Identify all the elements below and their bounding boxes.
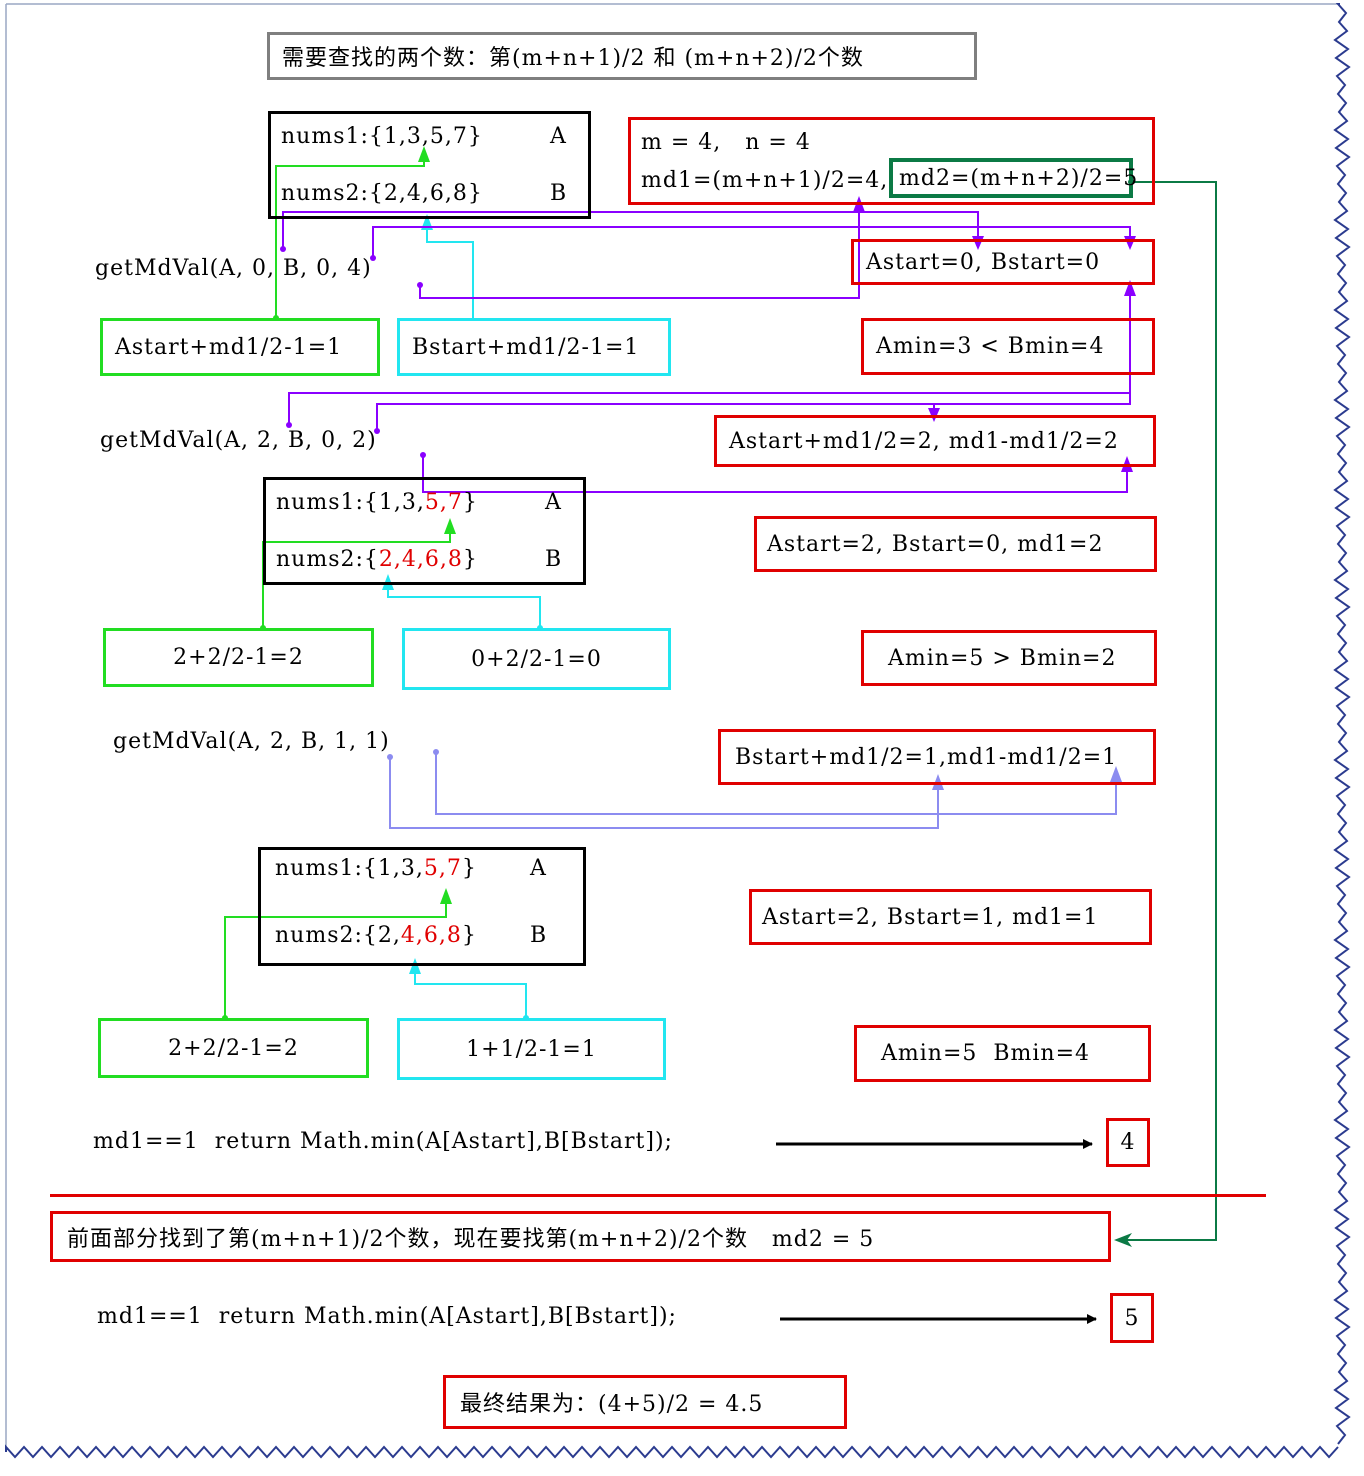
array-box-1 — [268, 111, 591, 219]
step-7: Astart=2, Bstart=1, md1=1 — [749, 889, 1152, 945]
calc-green-1: Astart+md1/2-1=1 — [100, 318, 380, 376]
label-a-3: A — [530, 856, 546, 881]
result-value-1: 4 — [1120, 1130, 1136, 1155]
return-line-1: md1==1 return Math.min(A[Astart],B[Bstar… — [93, 1129, 673, 1154]
second-part-box: 前面部分找到了第(m+n+1)/2个数，现在要找第(m+n+2)/2个数 md2… — [50, 1211, 1111, 1262]
step-5: Amin=5 > Bmin=2 — [861, 630, 1157, 686]
nums1-line-3: nums1:{1,3,5,7} — [275, 856, 477, 881]
nums2-suffix: } — [462, 547, 478, 572]
info-line-md1: md1=(m+n+1)/2=4, — [641, 168, 889, 193]
step-4: Astart=2, Bstart=0, md1=2 — [754, 516, 1157, 572]
nums2-text: nums2:{ — [276, 547, 379, 572]
nums1-highlight: 5,7 — [423, 856, 462, 881]
nums1-text: nums1:{1,3,5,7} — [281, 124, 483, 149]
nums2-highlight: 4,6,8 — [400, 923, 462, 948]
step-2: Amin=3 < Bmin=4 — [861, 318, 1155, 375]
final-result-box: 最终结果为：(4+5)/2 = 4.5 — [443, 1375, 847, 1429]
step-7-text: Astart=2, Bstart=1, md1=1 — [762, 904, 1099, 930]
step-2-text: Amin=3 < Bmin=4 — [876, 334, 1105, 359]
final-result-text: 最终结果为：(4+5)/2 = 4.5 — [460, 1392, 764, 1417]
md2-box: md2=(m+n+2)/2=5 — [889, 158, 1137, 198]
nums1-suffix: } — [462, 490, 478, 515]
nums1-line-2: nums1:{1,3,5,7} — [276, 490, 478, 515]
nums2-line-1: nums2:{2,4,6,8} — [281, 181, 483, 206]
info-line-mn: m = 4, n = 4 — [641, 130, 811, 155]
page-title: 需要查找的两个数：第(m+n+1)/2 和 (m+n+2)/2个数 — [267, 32, 977, 80]
page-title-text: 需要查找的两个数：第(m+n+1)/2 和 (m+n+2)/2个数 — [282, 46, 864, 71]
nums2-highlight: 2,4,6,8 — [378, 547, 463, 572]
nums1-suffix: } — [461, 856, 477, 881]
calc-cyan-2-text: 0+2/2-1=0 — [471, 646, 602, 672]
step-8: Amin=5 Bmin=4 — [854, 1025, 1151, 1082]
calc-cyan-1: Bstart+md1/2-1=1 — [397, 318, 671, 376]
label-b-2: B — [545, 547, 562, 572]
array-box-2 — [263, 477, 586, 585]
label-b-1: B — [550, 181, 567, 206]
md2-text: md2=(m+n+2)/2=5 — [899, 165, 1139, 191]
section-divider — [50, 1194, 1266, 1197]
call-1: getMdVal(A, 0, B, 0, 4) — [95, 256, 372, 281]
array-box-3 — [258, 847, 586, 966]
step-1: Astart=0, Bstart=0 — [851, 239, 1155, 285]
calc-green-2-text: 2+2/2-1=2 — [173, 645, 304, 670]
calc-cyan-2: 0+2/2-1=0 — [402, 628, 671, 690]
label-a-2: A — [545, 490, 561, 515]
result-box-2: 5 — [1110, 1293, 1154, 1343]
step-5-text: Amin=5 > Bmin=2 — [888, 645, 1117, 671]
calc-cyan-3-text: 1+1/2-1=1 — [466, 1036, 597, 1062]
return-line-2: md1==1 return Math.min(A[Astart],B[Bstar… — [97, 1304, 677, 1329]
step-3-text: Astart+md1/2=2, md1-md1/2=2 — [729, 428, 1119, 454]
nums1-highlight: 5,7 — [424, 490, 463, 515]
nums2-line-3: nums2:{2,4,6,8} — [275, 923, 477, 948]
step-4-text: Astart=2, Bstart=0, md1=2 — [767, 531, 1104, 557]
result-value-2: 5 — [1124, 1305, 1140, 1331]
calc-green-2: 2+2/2-1=2 — [103, 628, 374, 687]
nums1-line-1: nums1:{1,3,5,7} — [281, 124, 483, 149]
nums2-text: nums2:{2, — [275, 923, 401, 948]
nums2-line-2: nums2:{2,4,6,8} — [276, 547, 478, 572]
nums2-text: nums2:{2,4,6,8} — [281, 181, 483, 206]
label-b-3: B — [530, 923, 547, 948]
nums1-text: nums1:{1,3, — [275, 856, 424, 881]
second-part-text: 前面部分找到了第(m+n+1)/2个数，现在要找第(m+n+2)/2个数 md2… — [67, 1226, 875, 1252]
step-3: Astart+md1/2=2, md1-md1/2=2 — [714, 415, 1156, 467]
label-a-1: A — [550, 124, 566, 149]
result-box-1: 4 — [1106, 1118, 1150, 1167]
call-3: getMdVal(A, 2, B, 1, 1) — [113, 729, 390, 754]
info-box — [628, 117, 1155, 205]
call-2: getMdVal(A, 2, B, 0, 2) — [100, 428, 377, 453]
step-6-text: Bstart+md1/2=1,md1-md1/2=1 — [735, 744, 1118, 770]
calc-green-3: 2+2/2-1=2 — [98, 1018, 369, 1078]
calc-cyan-3: 1+1/2-1=1 — [397, 1018, 666, 1080]
calc-green-1-text: Astart+md1/2-1=1 — [115, 334, 343, 360]
calc-green-3-text: 2+2/2-1=2 — [168, 1035, 299, 1061]
calc-cyan-1-text: Bstart+md1/2-1=1 — [412, 334, 640, 360]
step-8-text: Amin=5 Bmin=4 — [881, 1041, 1091, 1066]
nums2-suffix: } — [461, 923, 477, 948]
step-6: Bstart+md1/2=1,md1-md1/2=1 — [718, 729, 1156, 785]
step-1-text: Astart=0, Bstart=0 — [866, 249, 1101, 275]
nums1-text: nums1:{1,3, — [276, 490, 425, 515]
